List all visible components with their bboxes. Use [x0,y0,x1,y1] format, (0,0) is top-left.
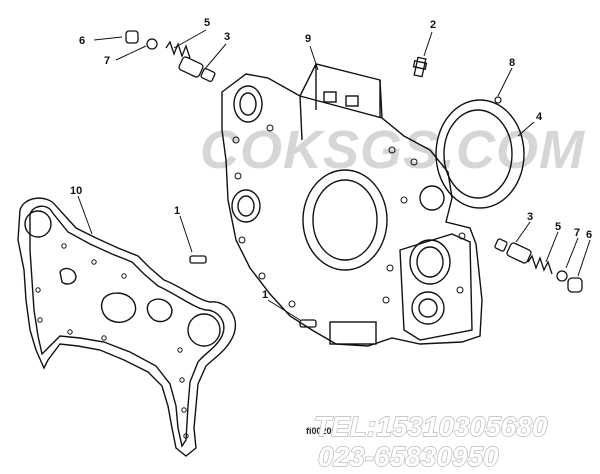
dowel-pin-part-1-lower [299,319,317,328]
gear-housing-part-9 [221,63,483,347]
gasket-part-10 [17,197,237,457]
callout-2: 2 [430,19,436,31]
callout-7-upper: 7 [104,55,110,67]
cap-part-6-upper [125,30,139,44]
callout-3-lower: 3 [527,211,533,223]
contact-phone: 023-65830950 [318,441,499,472]
spring-part-5-upper [165,40,191,59]
callout-6-lower: 6 [586,229,592,241]
callout-6-upper: 6 [79,35,85,47]
valve-stack-lower [494,238,583,293]
callout-5-upper: 5 [204,17,210,29]
cap-part-6-lower [567,277,583,293]
dowel-pin-part-1-upper [189,255,207,264]
callout-3-upper: 3 [224,31,230,43]
callout-1-upper: 1 [174,205,180,217]
plunger-part-3-lower [506,242,532,264]
leader-lines [77,29,591,321]
watermark-text: COKSGS.COM [200,120,585,180]
callout-9: 9 [305,33,311,45]
plug-part-8 [494,96,502,104]
spring-part-5-lower [527,254,553,275]
contact-tel: TEL:15310305680 [314,411,548,442]
callout-10: 10 [70,185,82,197]
callout-8: 8 [509,57,515,69]
drawing-code: fi00200 [306,426,337,436]
valve-stack-upper [125,30,216,83]
callout-5-lower: 5 [555,221,561,233]
cover-plate-part-4 [435,99,525,209]
seal-ring-part-7-upper [146,38,158,50]
callout-4: 4 [536,111,543,123]
callout-7-lower: 7 [574,227,580,239]
seal-ring-part-7-lower [556,270,568,282]
cap-screw-part-2 [412,56,428,78]
plunger-part-3-upper [178,56,204,78]
callout-1-lower: 1 [262,289,268,301]
